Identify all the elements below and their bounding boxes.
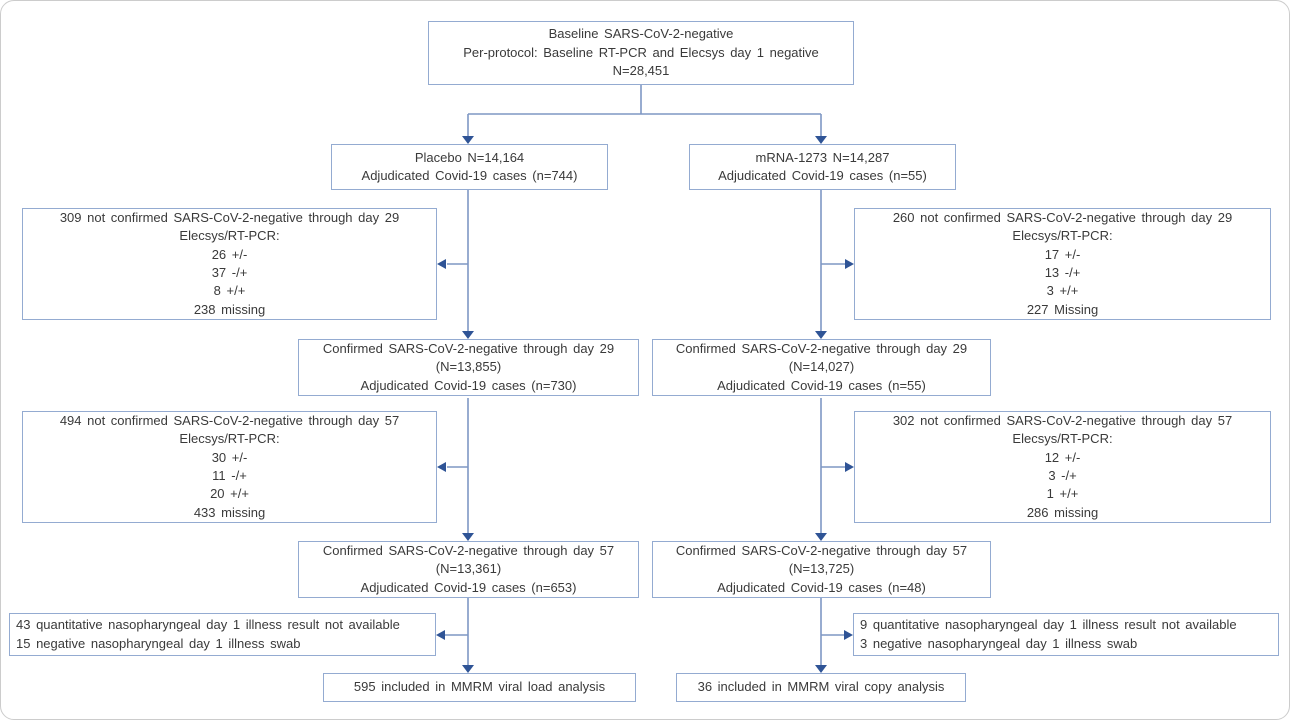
box-excluded-mrna-final: 9 quantitative nasopharyngeal day 1 illn… [853,613,1279,656]
text-line: 12 +/- [1044,449,1081,465]
box-placebo-arm: Placebo N=14,164 Adjudicated Covid-19 ca… [331,144,608,190]
text-line: 43 quantitative nasopharyngeal day 1 ill… [16,617,400,633]
text-line: 17 +/- [1044,246,1081,262]
text-line: 30 +/- [211,449,248,465]
arrow-left-icon [436,630,445,640]
text-line: 227 Missing [1026,301,1099,317]
text-line: (N=13,361) [435,561,502,577]
text-line: (N=13,855) [435,359,502,375]
box-baseline-population: Baseline SARS-CoV-2-negative Per-protoco… [428,21,854,85]
text-line: Adjudicated Covid-19 cases (n=55) [718,168,927,183]
text-line: 8 +/+ [213,283,246,299]
arrow-left-icon [437,259,446,269]
text-line: Baseline SARS-CoV-2-negative [548,26,734,42]
text-line: Elecsys/RT-PCR: [179,228,280,244]
box-confirmed-mrna-day29: Confirmed SARS-CoV-2-negative through da… [652,339,991,396]
text-line: 433 missing [193,504,266,520]
box-confirmed-placebo-day57: Confirmed SARS-CoV-2-negative through da… [298,541,639,598]
text-line: 1 +/+ [1046,486,1079,502]
text-line: 9 quantitative nasopharyngeal day 1 illn… [860,617,1237,633]
text-line: Confirmed SARS-CoV-2-negative through da… [322,542,615,558]
box-excluded-mrna-day29: 260 not confirmed SARS-CoV-2-negative th… [854,208,1271,320]
text-line: (N=13,725) [788,561,855,577]
text-line: 309 not confirmed SARS-CoV-2-negative th… [59,209,400,225]
text-line: Adjudicated Covid-19 cases (n=48) [717,579,926,595]
text-line: Elecsys/RT-PCR: [179,431,280,447]
arrow-right-icon [845,462,854,472]
text-line: 13 -/+ [1044,265,1081,280]
text-line: 37 -/+ [211,265,248,280]
arrowheads [436,136,854,673]
arrow-left-icon [437,462,446,472]
connector-lines [445,85,845,666]
text-line: 286 missing [1026,504,1099,520]
text-line: Placebo N=14,164 [414,149,525,165]
text-line: mRNA-1273 N=14,287 [755,149,890,165]
text-line: Confirmed SARS-CoV-2-negative through da… [675,542,968,558]
arrow-right-icon [845,259,854,269]
box-mrna1273-arm: mRNA-1273 N=14,287 Adjudicated Covid-19 … [689,144,956,190]
text-line: 15 negative nasopharyngeal day 1 illness… [16,635,301,651]
box-confirmed-placebo-day29: Confirmed SARS-CoV-2-negative through da… [298,339,639,396]
box-analysis-mrna: 36 included in MMRM viral copy analysis [676,673,966,702]
text-line: 595 included in MMRM viral load analysis [353,679,606,695]
text-line: 260 not confirmed SARS-CoV-2-negative th… [892,209,1233,225]
text-line: Adjudicated Covid-19 cases (n=653) [360,579,577,595]
text-line: Elecsys/RT-PCR: [1012,431,1113,447]
text-line: Confirmed SARS-CoV-2-negative through da… [675,340,968,356]
text-line: Per-protocol: Baseline RT-PCR and Elecsy… [463,44,819,60]
text-line: Adjudicated Covid-19 cases (n=744) [361,168,578,183]
arrow-down-icon [815,665,827,673]
text-line: 238 missing [193,301,266,317]
arrow-down-icon [462,331,474,339]
arrow-down-icon [815,136,827,144]
text-line: 11 -/+ [212,468,247,483]
text-line: Adjudicated Covid-19 cases (n=730) [360,377,577,393]
box-excluded-placebo-day57: 494 not confirmed SARS-CoV-2-negative th… [22,411,437,523]
box-confirmed-mrna-day57: Confirmed SARS-CoV-2-negative through da… [652,541,991,598]
text-line: 3 +/+ [1046,283,1079,299]
text-line: 20 +/+ [210,486,249,502]
arrow-down-icon [462,533,474,541]
text-line: Confirmed SARS-CoV-2-negative through da… [322,340,615,356]
box-analysis-placebo: 595 included in MMRM viral load analysis [323,673,636,702]
text-line: Adjudicated Covid-19 cases (n=55) [717,377,926,393]
text-line: N=28,451 [612,63,670,79]
text-line: 26 +/- [211,246,248,262]
arrow-down-icon [815,533,827,541]
text-line: 494 not confirmed SARS-CoV-2-negative th… [59,412,400,428]
arrow-down-icon [815,331,827,339]
box-excluded-placebo-final: 43 quantitative nasopharyngeal day 1 ill… [9,613,436,656]
text-line: Elecsys/RT-PCR: [1012,228,1113,244]
text-line: 302 not confirmed SARS-CoV-2-negative th… [892,412,1233,428]
text-line: (N=14,027) [788,359,855,375]
text-line: 36 included in MMRM viral copy analysis [697,679,945,695]
box-excluded-mrna-day57: 302 not confirmed SARS-CoV-2-negative th… [854,411,1271,523]
arrow-down-icon [462,136,474,144]
text-line: 3 negative nasopharyngeal day 1 illness … [860,635,1138,651]
arrow-down-icon [462,665,474,673]
arrow-right-icon [844,630,853,640]
box-excluded-placebo-day29: 309 not confirmed SARS-CoV-2-negative th… [22,208,437,320]
text-line: 3 -/+ [1048,468,1077,483]
